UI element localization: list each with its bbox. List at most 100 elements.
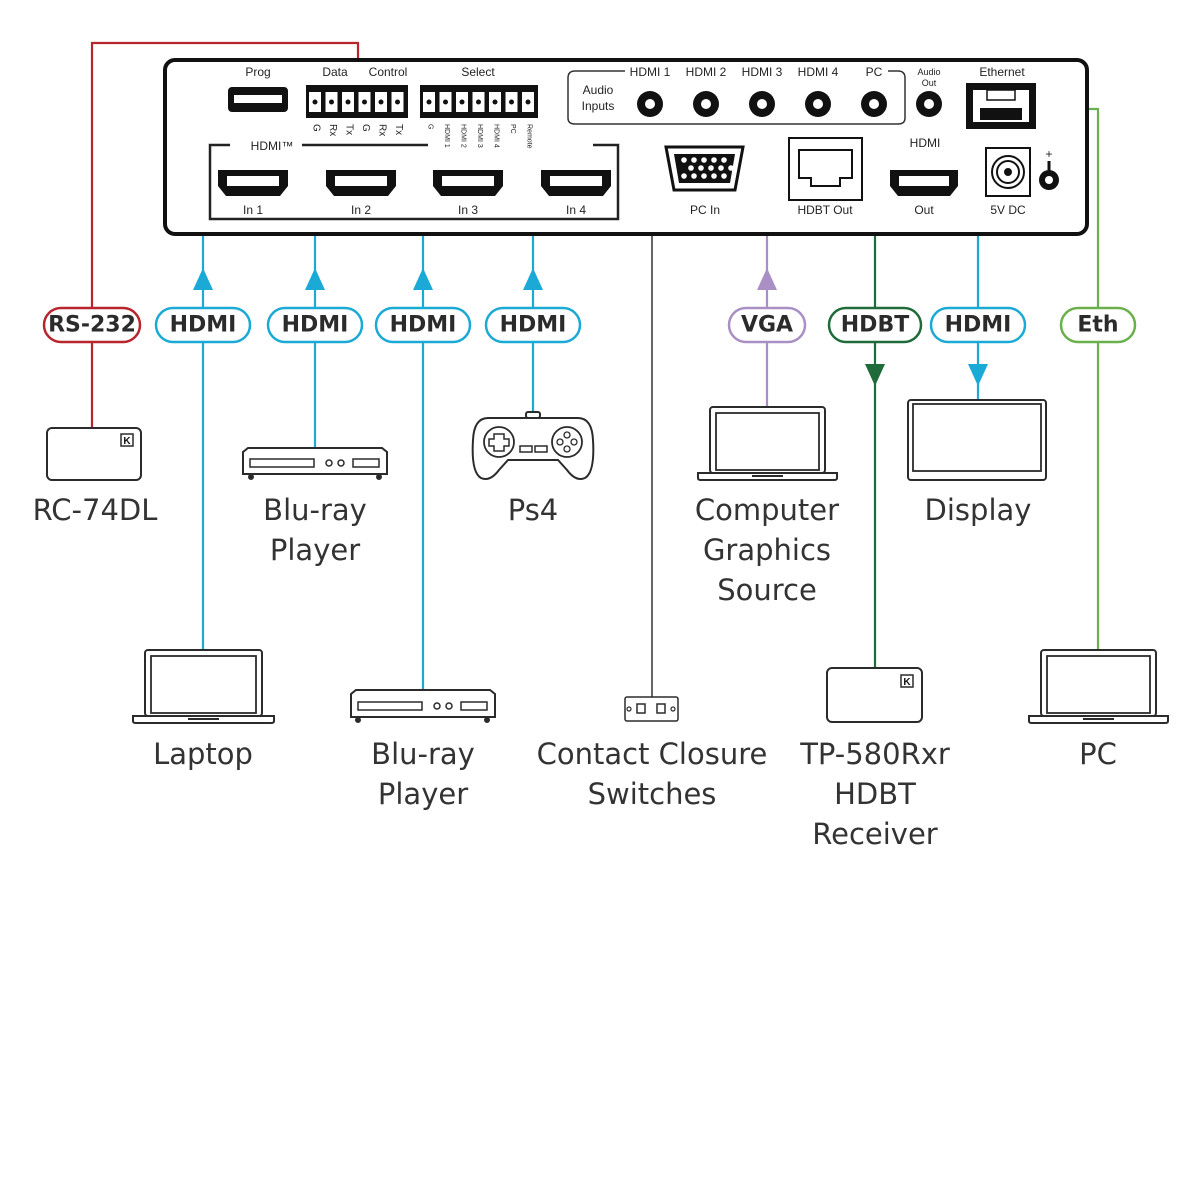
pin-label: HDMI 2 [460, 124, 467, 148]
computer-label: Graphics [703, 533, 831, 567]
hdmi-out-arrow-icon [968, 364, 988, 386]
audio-channel-label: HDMI 2 [686, 65, 727, 79]
hdmi-in1-arrow-icon [193, 268, 213, 290]
svg-text:K: K [903, 677, 911, 688]
hdmi-out-label: Out [914, 203, 934, 217]
audio-channel-label: HDMI 3 [742, 65, 783, 79]
hdbt-out-label: HDBT Out [797, 203, 853, 217]
bluray-player-bottom-icon [350, 689, 496, 723]
rs232-label-pill: RS-232 [42, 306, 142, 344]
audio-out-jack-icon[interactable] [916, 91, 942, 117]
contact-label: Contact Closure [537, 737, 768, 771]
terminal-pin-icon [489, 92, 501, 112]
pin-label: HDMI 4 [493, 124, 500, 148]
audio-in-jack-icon[interactable] [805, 91, 831, 117]
computer-label: Source [717, 573, 817, 607]
prog-label: Prog [245, 65, 270, 79]
bluray-top-label: Player [270, 533, 360, 567]
hdmi-in1-port-icon[interactable] [218, 170, 288, 196]
laptop-label: Laptop [153, 737, 253, 771]
bluray-player-top-icon [242, 447, 388, 480]
audio-channel-label: HDMI 4 [798, 65, 839, 79]
eth-label-text: Eth [1077, 313, 1118, 338]
rc74dl-keypad-icon: K [46, 427, 142, 481]
pin-label: Tx [393, 124, 404, 135]
rc74dl-label: RC-74DL [33, 493, 158, 527]
hdmi-in2-arrow-icon [305, 268, 325, 290]
hdmi-in4-port-icon[interactable] [541, 170, 611, 196]
control-label: Control [369, 65, 408, 79]
terminal-pin-icon [391, 92, 404, 112]
ethernet-label: Ethernet [979, 65, 1025, 79]
ethernet-port-icon[interactable] [966, 83, 1036, 129]
pin-label: G [360, 124, 371, 132]
hdmi-in3-label-text: HDMI [390, 313, 457, 338]
hdmi-in4-label-text: HDMI [500, 313, 567, 338]
pin-label: Rx [327, 124, 338, 136]
vga-arrow-icon [757, 268, 777, 290]
vga-label-text: VGA [741, 313, 793, 338]
hdmi-in3-label-pill: HDMI [374, 306, 472, 344]
power-label: 5V DC [990, 203, 1026, 217]
hdmi-in3-cable [421, 176, 435, 690]
receiver-label: TP-580Rxr [799, 737, 950, 771]
audio-in-jack-icon[interactable] [693, 91, 719, 117]
hdmi-in4-arrow-icon [523, 268, 543, 290]
hdbt-label-pill: HDBT [827, 306, 923, 344]
terminal-pin-icon [456, 92, 468, 112]
pc-label: PC [1079, 737, 1117, 771]
terminal-pin-icon [522, 92, 534, 112]
hdmi-out-port-icon[interactable] [890, 170, 958, 196]
hdmi-out-label-text: HDMI [945, 313, 1012, 338]
hdbt-port-icon[interactable] [788, 137, 863, 201]
computer-laptop-icon [697, 406, 838, 481]
receiver-label: Receiver [812, 817, 938, 851]
hdmi-in3-port-icon[interactable] [433, 170, 503, 196]
usb-port-icon[interactable] [228, 87, 288, 112]
terminal-pin-icon [375, 92, 387, 112]
pin-label: Rx [377, 124, 388, 136]
bluray-top-label: Blu-ray [263, 493, 367, 527]
audio-out-label-2: Out [922, 78, 937, 88]
hdmi-in4-label: In 4 [566, 203, 586, 217]
audio-in-jack-icon[interactable] [861, 91, 887, 117]
pin-label: Remote [526, 124, 533, 149]
vga-port-icon[interactable] [664, 145, 745, 192]
audio-in-jack-icon[interactable] [749, 91, 775, 117]
terminal-pin-icon [472, 92, 485, 112]
hdbt-cable [862, 164, 877, 668]
data-control-terminal-icon[interactable] [306, 85, 408, 118]
hdmi-in2-label-text: HDMI [282, 313, 349, 338]
bluray-bottom-label: Player [378, 777, 468, 811]
hdmi-in1-label-pill: HDMI [154, 306, 252, 344]
contact-label: Switches [588, 777, 717, 811]
audio-in-jack-icon[interactable] [637, 91, 663, 117]
pin-label: HDMI 1 [443, 124, 450, 148]
hdbt-receiver-icon: K [826, 667, 923, 723]
polarity-icon: + [1039, 147, 1059, 190]
terminal-pin-icon [325, 92, 338, 112]
audio-channel-label: HDMI 1 [630, 65, 671, 79]
pc-laptop-icon [1028, 649, 1169, 724]
hdmi-in2-label-pill: HDMI [266, 306, 364, 344]
game-controller-icon [471, 411, 595, 480]
pin-label: PC [509, 124, 516, 134]
select-terminal-icon[interactable] [420, 85, 538, 118]
audio-out-label-1: Audio [917, 67, 940, 77]
pin-label: HDMI 3 [476, 124, 483, 148]
display-label: Display [925, 493, 1032, 527]
pin-label: G [311, 124, 322, 132]
laptop-icon [132, 649, 275, 724]
data-label: Data [322, 65, 348, 79]
hdmi-in2-port-icon[interactable] [326, 170, 396, 196]
audio-inputs-label-2: Inputs [582, 99, 615, 113]
pin-label: Tx [344, 124, 355, 135]
terminal-pin-icon [439, 92, 452, 112]
receiver-label: HDBT [834, 777, 916, 811]
svg-text:K: K [123, 436, 131, 447]
bluray-bottom-label: Blu-ray [371, 737, 475, 771]
hdmi-in4-label-pill: HDMI [484, 306, 582, 344]
terminal-pin-icon [423, 92, 435, 112]
power-jack-icon[interactable] [985, 147, 1031, 197]
